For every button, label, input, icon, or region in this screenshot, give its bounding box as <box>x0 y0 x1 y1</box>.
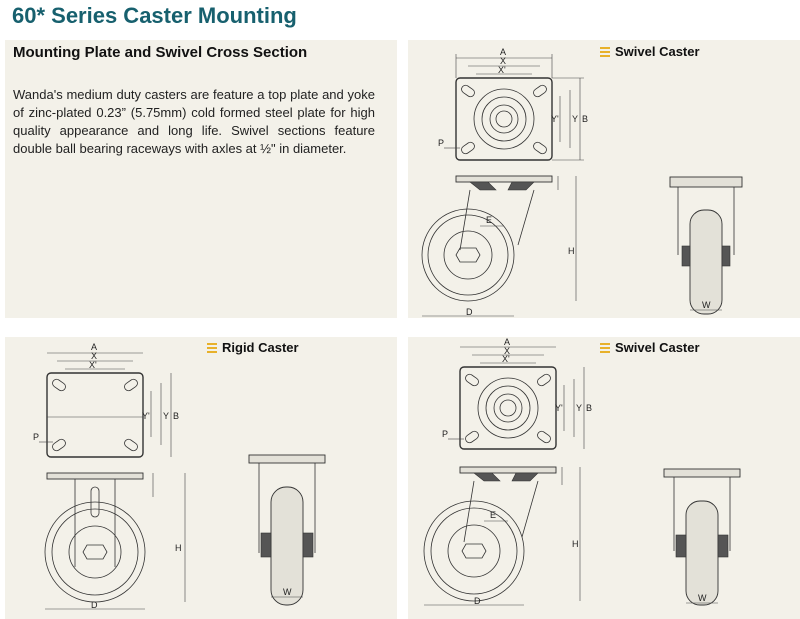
dim-label-X: X <box>504 346 510 356</box>
page-title: 60* Series Caster Mounting <box>12 3 297 28</box>
section-heading: Mounting Plate and Swivel Cross Section <box>13 44 308 61</box>
swivel-caster-caption-bottom: Swivel Caster <box>600 340 700 355</box>
swivel-caster-caption-top: Swivel Caster <box>600 44 700 59</box>
caption-bars-icon <box>207 341 217 355</box>
dim-label-P: P <box>442 429 448 439</box>
dim-label-P: P <box>438 138 444 148</box>
dim-label-W: W <box>702 300 711 310</box>
swivel-caster-drawing-top: A X X' B Y Y' P E H D W <box>421 47 743 317</box>
description-text: Wanda's medium duty casters are feature … <box>13 87 375 156</box>
dim-label-A: A <box>91 342 97 352</box>
dim-label-W: W <box>283 587 292 597</box>
dim-label-Xp: X' <box>89 360 97 370</box>
dim-label-H: H <box>572 539 579 549</box>
dim-label-B: B <box>173 411 179 421</box>
dim-label-H: H <box>568 246 575 256</box>
dim-label-D: D <box>466 307 473 317</box>
dim-label-Yp: Y' <box>142 411 150 421</box>
caption-bars-icon <box>600 341 610 355</box>
dim-label-X: X <box>91 351 97 361</box>
dim-label-A: A <box>500 47 506 57</box>
dim-label-Xp: X' <box>498 65 506 75</box>
dim-label-Xp: X' <box>502 354 510 364</box>
swivel-caster-panel-top: Swivel Caster A X X' B Y Y' P <box>408 40 800 318</box>
rigid-caster-caption: Rigid Caster <box>207 340 299 355</box>
rigid-caster-drawing: A X X' B Y Y' P H D W <box>33 342 326 610</box>
dim-label-E: E <box>486 215 492 225</box>
dim-label-Y: Y <box>163 411 169 421</box>
dim-label-E: E <box>490 510 496 520</box>
swivel-caster-drawing-bottom: A X X' B Y Y' P E H D W <box>423 337 741 606</box>
dim-label-B: B <box>582 114 588 124</box>
dim-label-P: P <box>33 432 39 442</box>
dim-label-Yp: Y' <box>551 114 559 124</box>
dim-label-B: B <box>586 403 592 413</box>
dim-label-D: D <box>91 600 98 610</box>
dim-label-A: A <box>504 337 510 347</box>
dim-label-W: W <box>698 593 707 603</box>
description-panel: Mounting Plate and Swivel Cross Section … <box>5 40 397 318</box>
dim-label-Y: Y <box>572 114 578 124</box>
dim-label-Y: Y <box>576 403 582 413</box>
caption-bars-icon <box>600 45 610 59</box>
dim-label-Yp: Y' <box>555 403 563 413</box>
dim-label-H: H <box>175 543 182 553</box>
dim-label-D: D <box>474 596 481 606</box>
swivel-caster-panel-bottom: Swivel Caster A X X' B Y Y' P E <box>408 337 800 619</box>
rigid-caster-panel: Rigid Caster A X X' B Y Y' P H D <box>5 337 397 619</box>
dim-label-X: X <box>500 56 506 66</box>
